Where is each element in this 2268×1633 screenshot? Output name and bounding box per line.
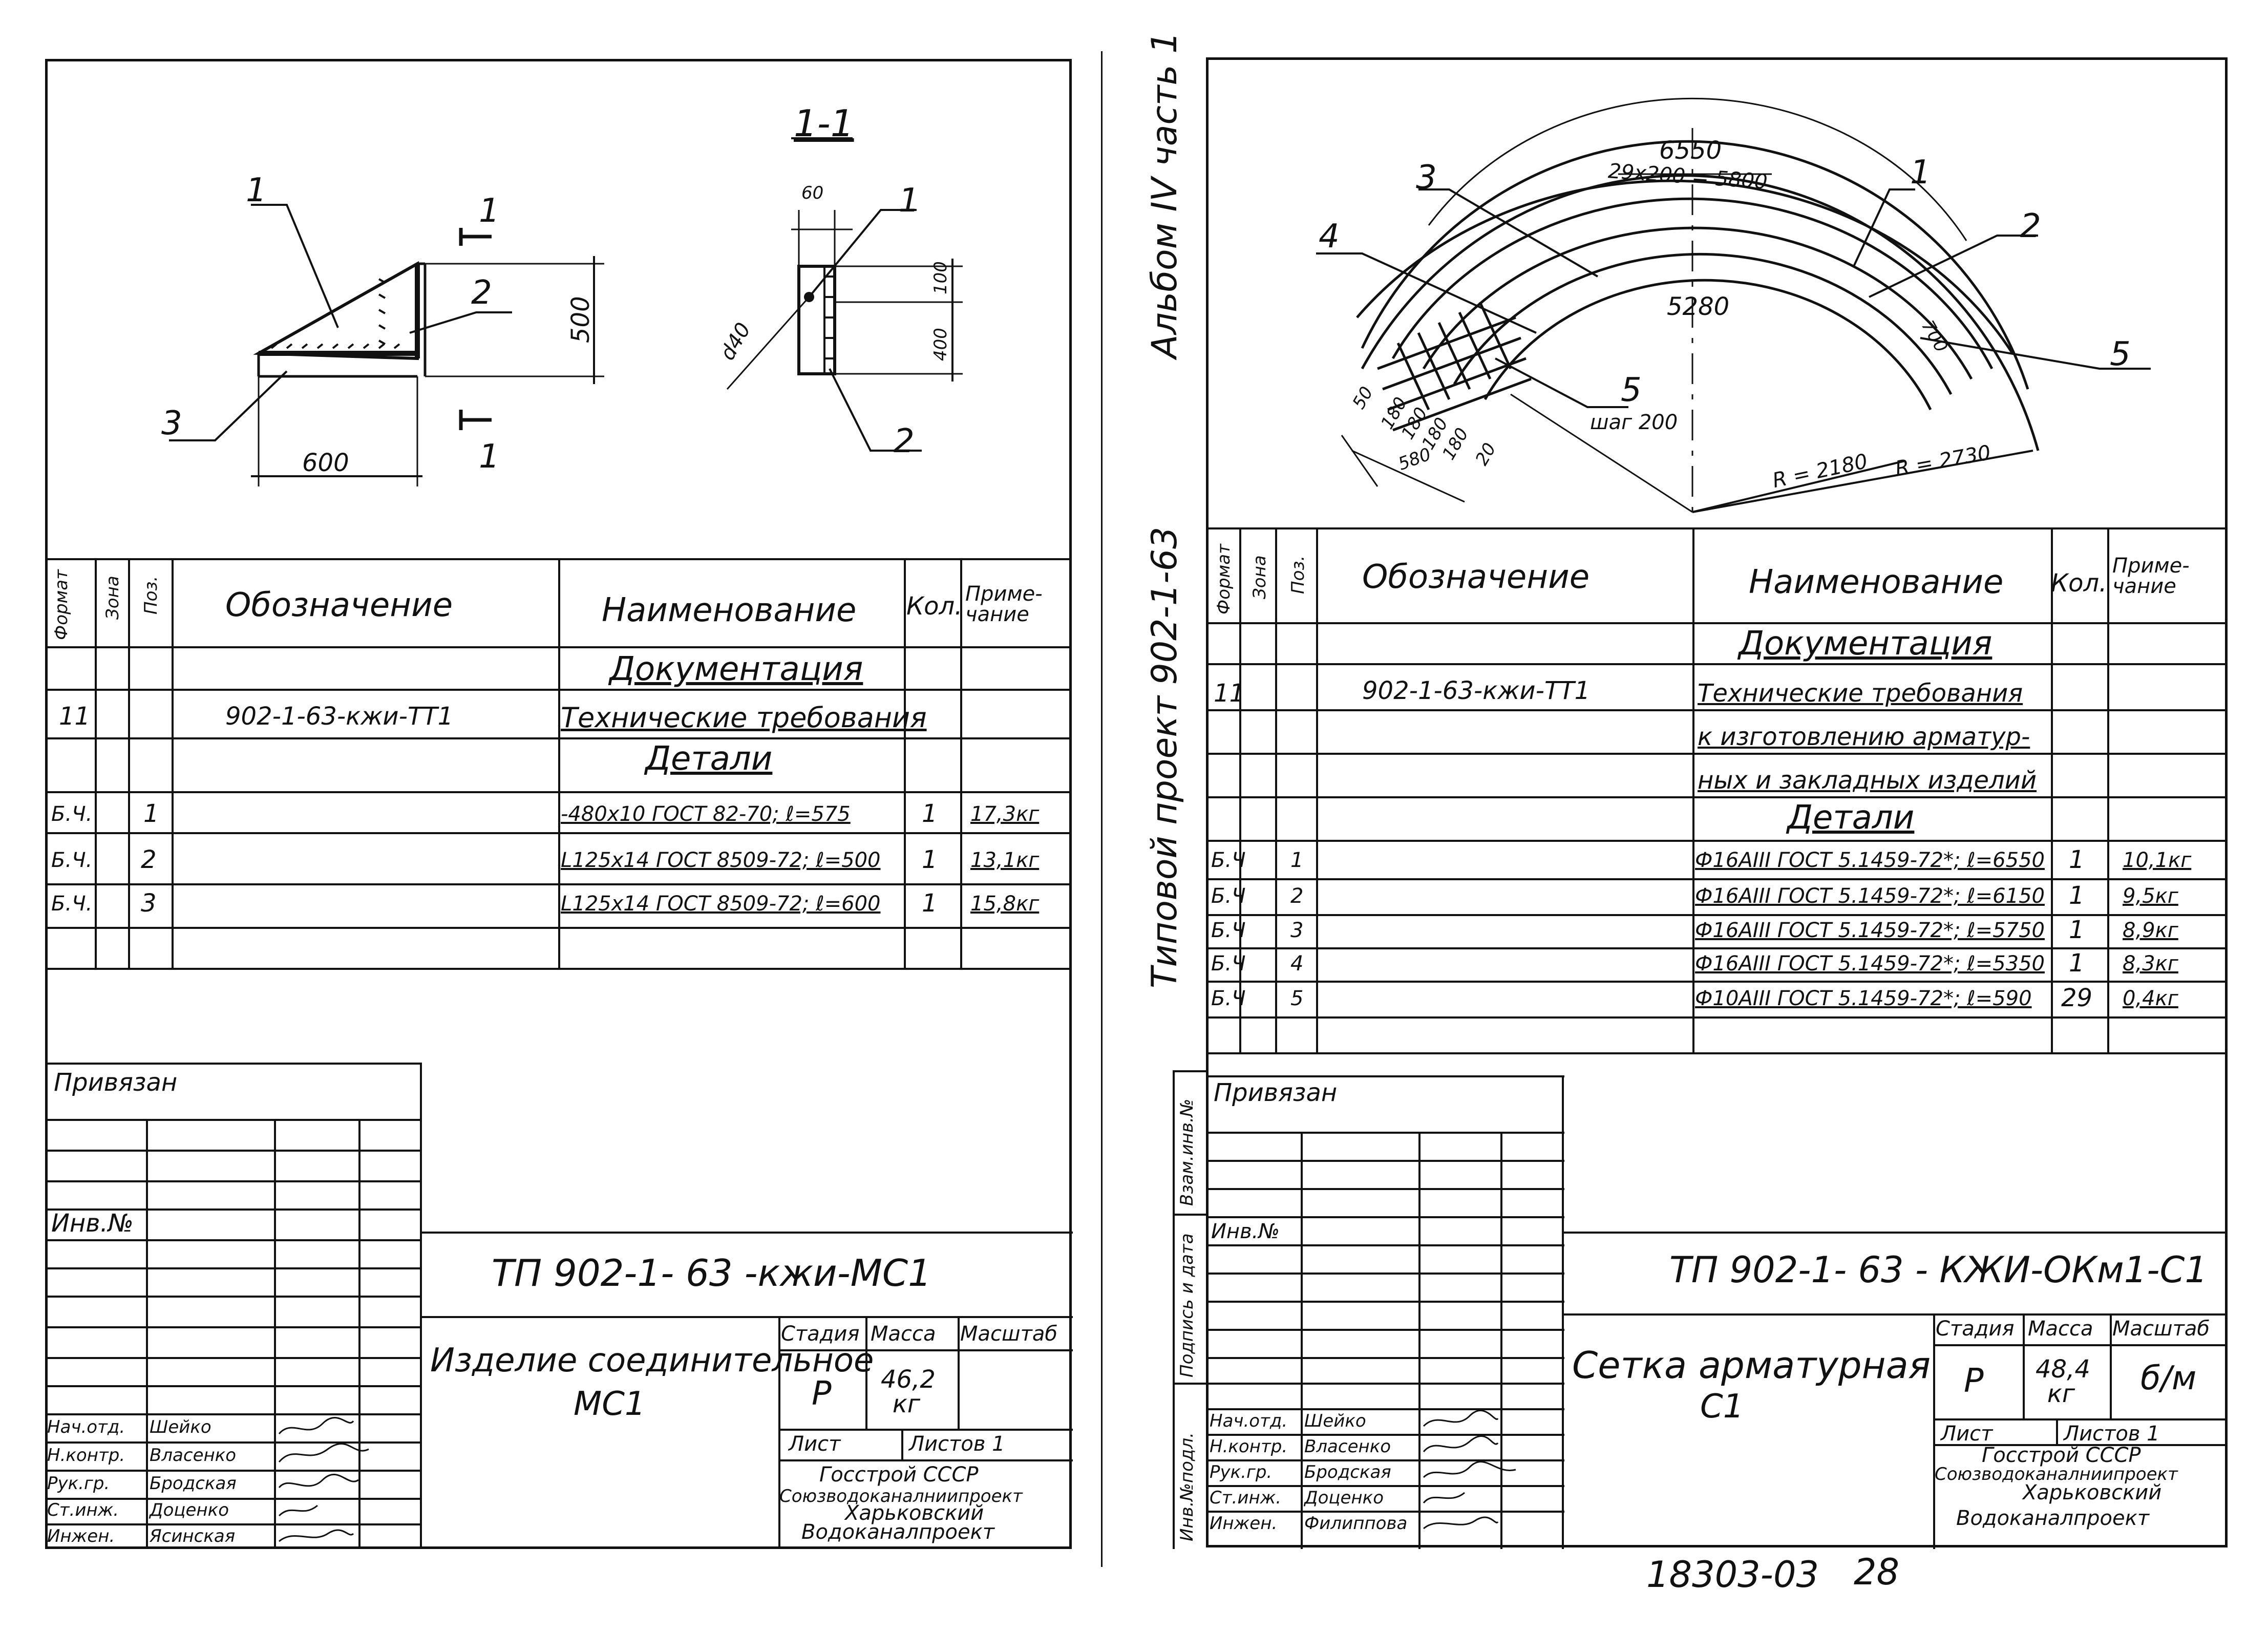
col-qty: Кол. [906,592,963,621]
drawing-code: ТП 902-1- 63 -кжи-МС1 [492,1252,931,1295]
product-subtitle-right: С1 [1700,1388,1744,1426]
dim-inner: 5280 [1667,292,1730,321]
callout-3: 3 [161,405,182,442]
mesh-callout-5: 5 [2110,335,2131,373]
mesh-callout-3: 3 [1416,159,1437,197]
section-callout-1: 1 [899,182,920,220]
stage-header: Стадия [781,1322,860,1346]
doc-name: Технические требования [561,702,927,734]
org-line-1: Госстрой СССР [819,1463,979,1487]
section-title: 1-1 [794,102,854,145]
product-title-right: Сетка арматурная [1572,1344,1931,1387]
doc-designation: 902-1-63-кжи-ТТ1 [225,702,454,731]
scale-header: Масштаб [960,1322,1058,1346]
section-mark-bottom: 1 [479,438,500,476]
org-line-2: Союзводоканалниипроект [779,1486,1023,1507]
sheet-divider [1101,51,1103,1567]
archive-number: 18303-03 [1646,1554,1819,1596]
page-number: 28 [1854,1551,1900,1593]
callout-2: 2 [471,274,492,312]
signer-name: Ясинская [150,1526,236,1546]
signer-role: Ст.инж. [47,1500,119,1520]
section-callout-2: 2 [894,422,915,460]
signer-name: Доценко [150,1500,229,1520]
mass-header: Масса [871,1322,936,1346]
product-title: Изделие соединительное [430,1342,874,1380]
section-documents: Документация [609,650,863,688]
mass-value: 46,2 кг [881,1365,936,1418]
mesh-callout-5b: 5 [1621,371,1642,409]
signer-role: Нач.отд. [47,1417,125,1437]
dim-outer: 6550 [1659,136,1722,165]
col-designation: Обозначение [225,586,453,624]
mesh-callout-2: 2 [2020,207,2041,245]
signer-role: Инжен. [47,1526,115,1546]
signer-name: Власенко [150,1445,237,1466]
col-note: Приме-чание [965,582,1043,626]
sheets-label: Листов 1 [909,1432,1005,1456]
callout-1: 1 [246,172,267,209]
dim-width: 600 [302,449,349,477]
drawing-code-right: ТП 902-1- 63 - КЖИ-ОКм1-С1 [1669,1249,2208,1291]
pitch-label: шаг 200 [1590,411,1678,434]
privyazan-label: Привязан [54,1068,178,1097]
section-mark-top: 1 [479,192,500,230]
stage-value: Р [812,1375,832,1413]
doc-format: 11 [59,702,91,731]
signer-role: Рук.гр. [47,1473,110,1494]
signer-name: Шейко [150,1417,211,1437]
signer-name: Бродская [150,1473,237,1494]
mesh-callout-1: 1 [1910,154,1931,192]
left-frame [45,59,1072,1549]
signer-role: Н.контр. [47,1445,125,1466]
right-frame [1206,57,2228,1547]
col-name: Наименование [602,591,857,629]
section-details: Детали [645,740,773,778]
sheet-label: Лист [789,1432,841,1456]
product-subtitle: МС1 [574,1385,646,1423]
org-line-4: Водоканалпроект [801,1520,995,1544]
org-line-3: Харьковский [845,1501,984,1525]
dim-top: 60 [801,183,824,203]
inv-label: Инв.№ [51,1209,134,1238]
mesh-callout-4: 4 [1319,218,1340,256]
